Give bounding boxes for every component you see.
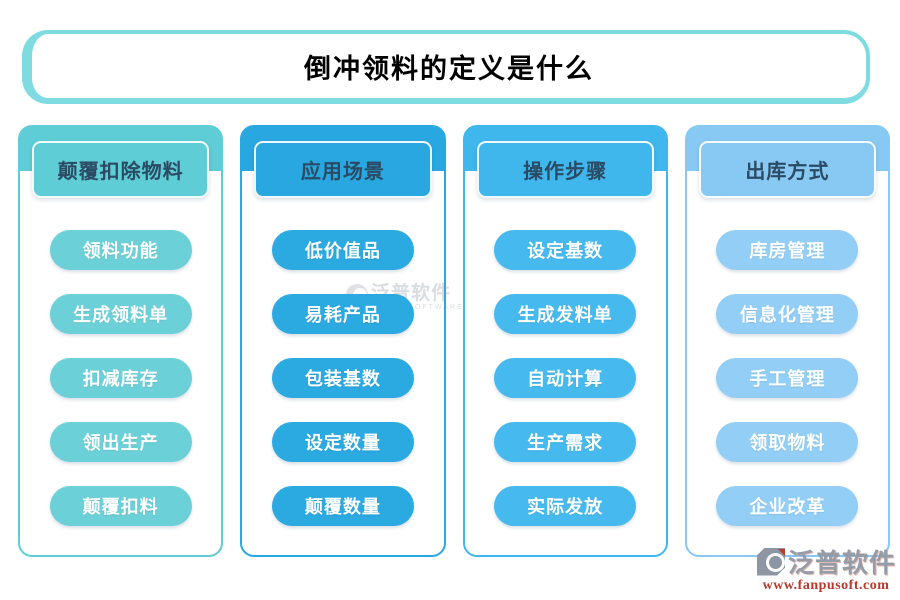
column-card-4: 出库方式库房管理信息化管理手工管理领取物料企业改革: [684, 125, 890, 557]
column-card-2: 应用场景低价值品易耗产品包装基数设定数量颠覆数量: [240, 125, 446, 557]
column-header: 颠覆扣除物料: [32, 141, 210, 198]
pill-item-label: 包装基数: [304, 369, 381, 389]
pill-item: 生成发料单: [494, 294, 637, 334]
title-box: 倒冲领料的定义是什么: [22, 30, 870, 104]
pill-item: 领取物料: [716, 422, 859, 462]
pill-item-label: 领出生产: [82, 433, 159, 453]
column-card-1: 颠覆扣除物料领料功能生成领料单扣减库存领出生产颠覆扣料: [18, 125, 224, 557]
column-header-label: 颠覆扣除物料: [57, 161, 184, 183]
pill-item: 信息化管理: [716, 294, 859, 334]
column-header: 操作步骤: [476, 141, 654, 198]
pill-item: 扣减库存: [49, 358, 192, 398]
pill-item-label: 颠覆数量: [304, 497, 381, 517]
pill-item: 设定数量: [271, 422, 414, 462]
pill-item-label: 实际发放: [527, 497, 604, 517]
page-title: 倒冲领料的定义是什么: [304, 53, 594, 84]
pill-item: 生产需求: [494, 422, 637, 462]
pill-item-label: 颠覆扣料: [82, 497, 159, 517]
pill-item: 颠覆数量: [271, 486, 414, 526]
column-card-3: 操作步骤设定基数生成发料单自动计算生产需求实际发放: [462, 125, 668, 557]
column-header-label: 出库方式: [745, 161, 830, 183]
pill-item-label: 领料功能: [82, 241, 159, 261]
brand-url: www.fanpusoft.com: [762, 578, 890, 593]
pill-item: 设定基数: [494, 230, 637, 270]
pill-item-label: 设定基数: [527, 241, 604, 261]
pill-item-label: 扣减库存: [82, 369, 159, 389]
column-header-label: 应用场景: [300, 161, 385, 183]
pill-item: 颠覆扣料: [49, 486, 192, 526]
pill-item-label: 库房管理: [749, 241, 826, 261]
pill-item-label: 生成发料单: [517, 305, 613, 325]
brand-footer: 泛普软件 www.fanpusoft.com: [756, 543, 896, 594]
pill-item: 领出生产: [49, 422, 192, 462]
pill-item: 库房管理: [716, 230, 859, 270]
pill-item-label: 信息化管理: [739, 305, 835, 325]
pill-list: 低价值品易耗产品包装基数设定数量颠覆数量: [242, 230, 443, 526]
pill-item-label: 生成领料单: [73, 305, 169, 325]
pill-item: 低价值品: [271, 230, 414, 270]
pill-list: 领料功能生成领料单扣减库存领出生产颠覆扣料: [20, 230, 221, 526]
pill-item-label: 易耗产品: [304, 305, 381, 325]
pill-item: 企业改革: [716, 486, 859, 526]
pill-item-label: 领取物料: [749, 433, 826, 453]
pill-item-label: 设定数量: [304, 433, 381, 453]
pill-item-label: 企业改革: [749, 497, 826, 517]
column-header: 应用场景: [254, 141, 432, 198]
columns-container: 颠覆扣除物料领料功能生成领料单扣减库存领出生产颠覆扣料应用场景低价值品易耗产品包…: [18, 125, 890, 557]
pill-item: 易耗产品: [271, 294, 414, 334]
column-header-label: 操作步骤: [523, 161, 608, 183]
brand-name: 泛普软件: [787, 548, 896, 578]
pill-item: 生成领料单: [49, 294, 192, 334]
pill-item-label: 生产需求: [527, 433, 604, 453]
pill-item-label: 手工管理: [749, 369, 826, 389]
column-header: 出库方式: [698, 141, 876, 198]
pill-item-label: 自动计算: [527, 369, 604, 389]
pill-item: 领料功能: [49, 230, 192, 270]
fanpu-logo-icon: [756, 547, 786, 577]
pill-list: 库房管理信息化管理手工管理领取物料企业改革: [687, 230, 888, 526]
pill-item: 包装基数: [271, 358, 414, 398]
pill-item: 实际发放: [494, 486, 637, 526]
pill-list: 设定基数生成发料单自动计算生产需求实际发放: [465, 230, 666, 526]
pill-item: 手工管理: [716, 358, 859, 398]
pill-item-label: 低价值品: [304, 241, 381, 261]
pill-item: 自动计算: [494, 358, 637, 398]
